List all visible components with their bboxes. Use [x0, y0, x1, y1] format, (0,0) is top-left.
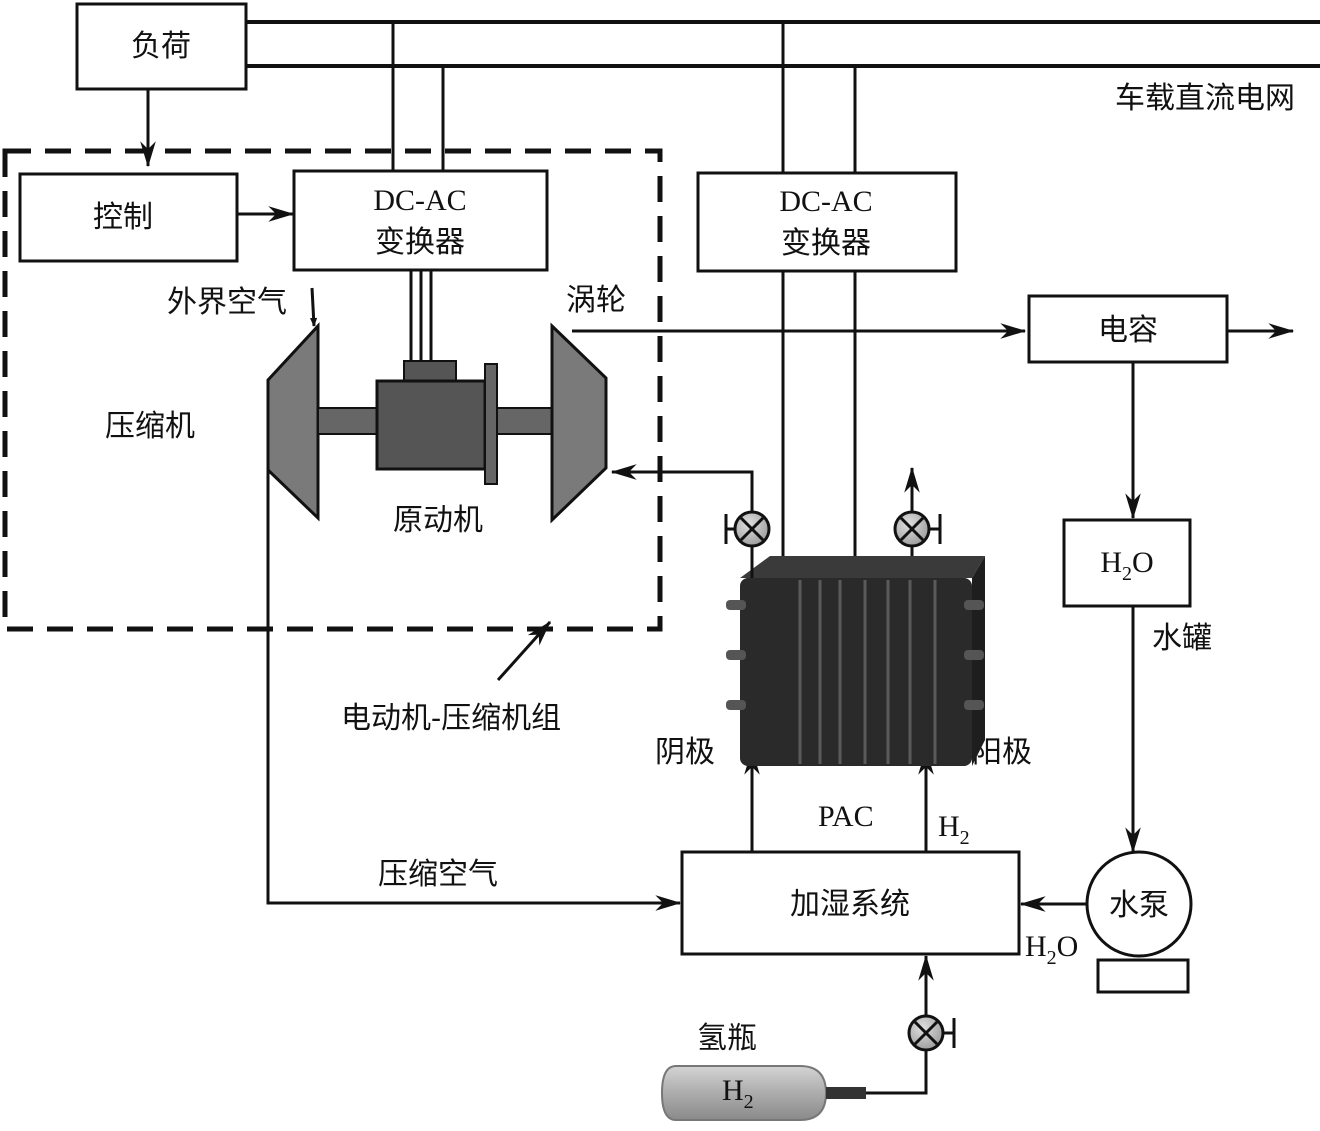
- motor-flange: [484, 363, 498, 485]
- h2-supply-valve: [907, 1014, 956, 1052]
- motor-body: [375, 379, 487, 471]
- cathode-exhaust-valve: [724, 510, 771, 548]
- cathode-label: 阴极: [655, 735, 715, 770]
- h2-supply-line: [866, 954, 934, 1095]
- humidifier-box: [680, 850, 1021, 956]
- turbine-label: 涡轮: [566, 283, 626, 318]
- pump-h2o-label: H2O: [1025, 930, 1078, 969]
- capacitor-box: [1027, 294, 1229, 364]
- converter-1-line-1: DC-AC: [373, 184, 466, 217]
- compressor-label: 压缩机: [105, 409, 195, 444]
- anode-exhaust-valve: [893, 510, 942, 548]
- converter-1-motor-wires: [409, 270, 433, 360]
- capacitor-label: 电容: [1098, 313, 1158, 348]
- converter-2-line-1: DC-AC: [779, 185, 872, 218]
- pump-label: 水泵: [1109, 888, 1169, 923]
- load-label: 负荷: [131, 29, 191, 64]
- control-label: 控制: [93, 200, 153, 235]
- h2-bottle: [660, 1065, 866, 1121]
- ambient-air-arrow: [309, 287, 318, 327]
- humidifier-label: 加湿系统: [790, 887, 910, 922]
- compressor-shape: [266, 322, 320, 522]
- water-tank-label: 水罐: [1152, 621, 1212, 656]
- motor-compressor-unit-label: 电动机-压缩机组: [341, 701, 561, 736]
- compressed-air-line: [266, 470, 682, 911]
- bottle-h2-label: H2: [722, 1074, 754, 1113]
- turbine-shape: [550, 322, 608, 524]
- prime-mover-label: 原动机: [393, 503, 483, 538]
- pac-label: PAC: [818, 800, 874, 833]
- load-box: [75, 2, 248, 91]
- water-tank-content: H2O: [1100, 546, 1153, 585]
- h2-feed-label: H2: [938, 810, 970, 849]
- dc-ac-converter-2: [696, 171, 958, 273]
- pump-base: [1096, 958, 1190, 994]
- control-box: [18, 172, 239, 263]
- converter-1-bus-connections: [391, 22, 445, 171]
- water-tank-box: [1062, 518, 1192, 608]
- compressed-air-label: 压缩空气: [378, 857, 498, 892]
- motor-compressor-unit-frame: [2, 148, 663, 632]
- stack-to-turbine-line: [610, 464, 754, 578]
- dc-grid-label: 车载直流电网: [1115, 81, 1295, 116]
- converter-2-line-2: 变换器: [781, 226, 871, 261]
- h2-bottle-label: 氢瓶: [697, 1021, 757, 1056]
- unit-pointer-arrow: [496, 620, 552, 682]
- converter-2-bus-connections: [781, 22, 857, 590]
- fuel-cell-stack: [726, 556, 985, 766]
- ambient-air-label: 外界空气: [167, 285, 287, 320]
- converter-1-line-2: 变换器: [375, 225, 465, 260]
